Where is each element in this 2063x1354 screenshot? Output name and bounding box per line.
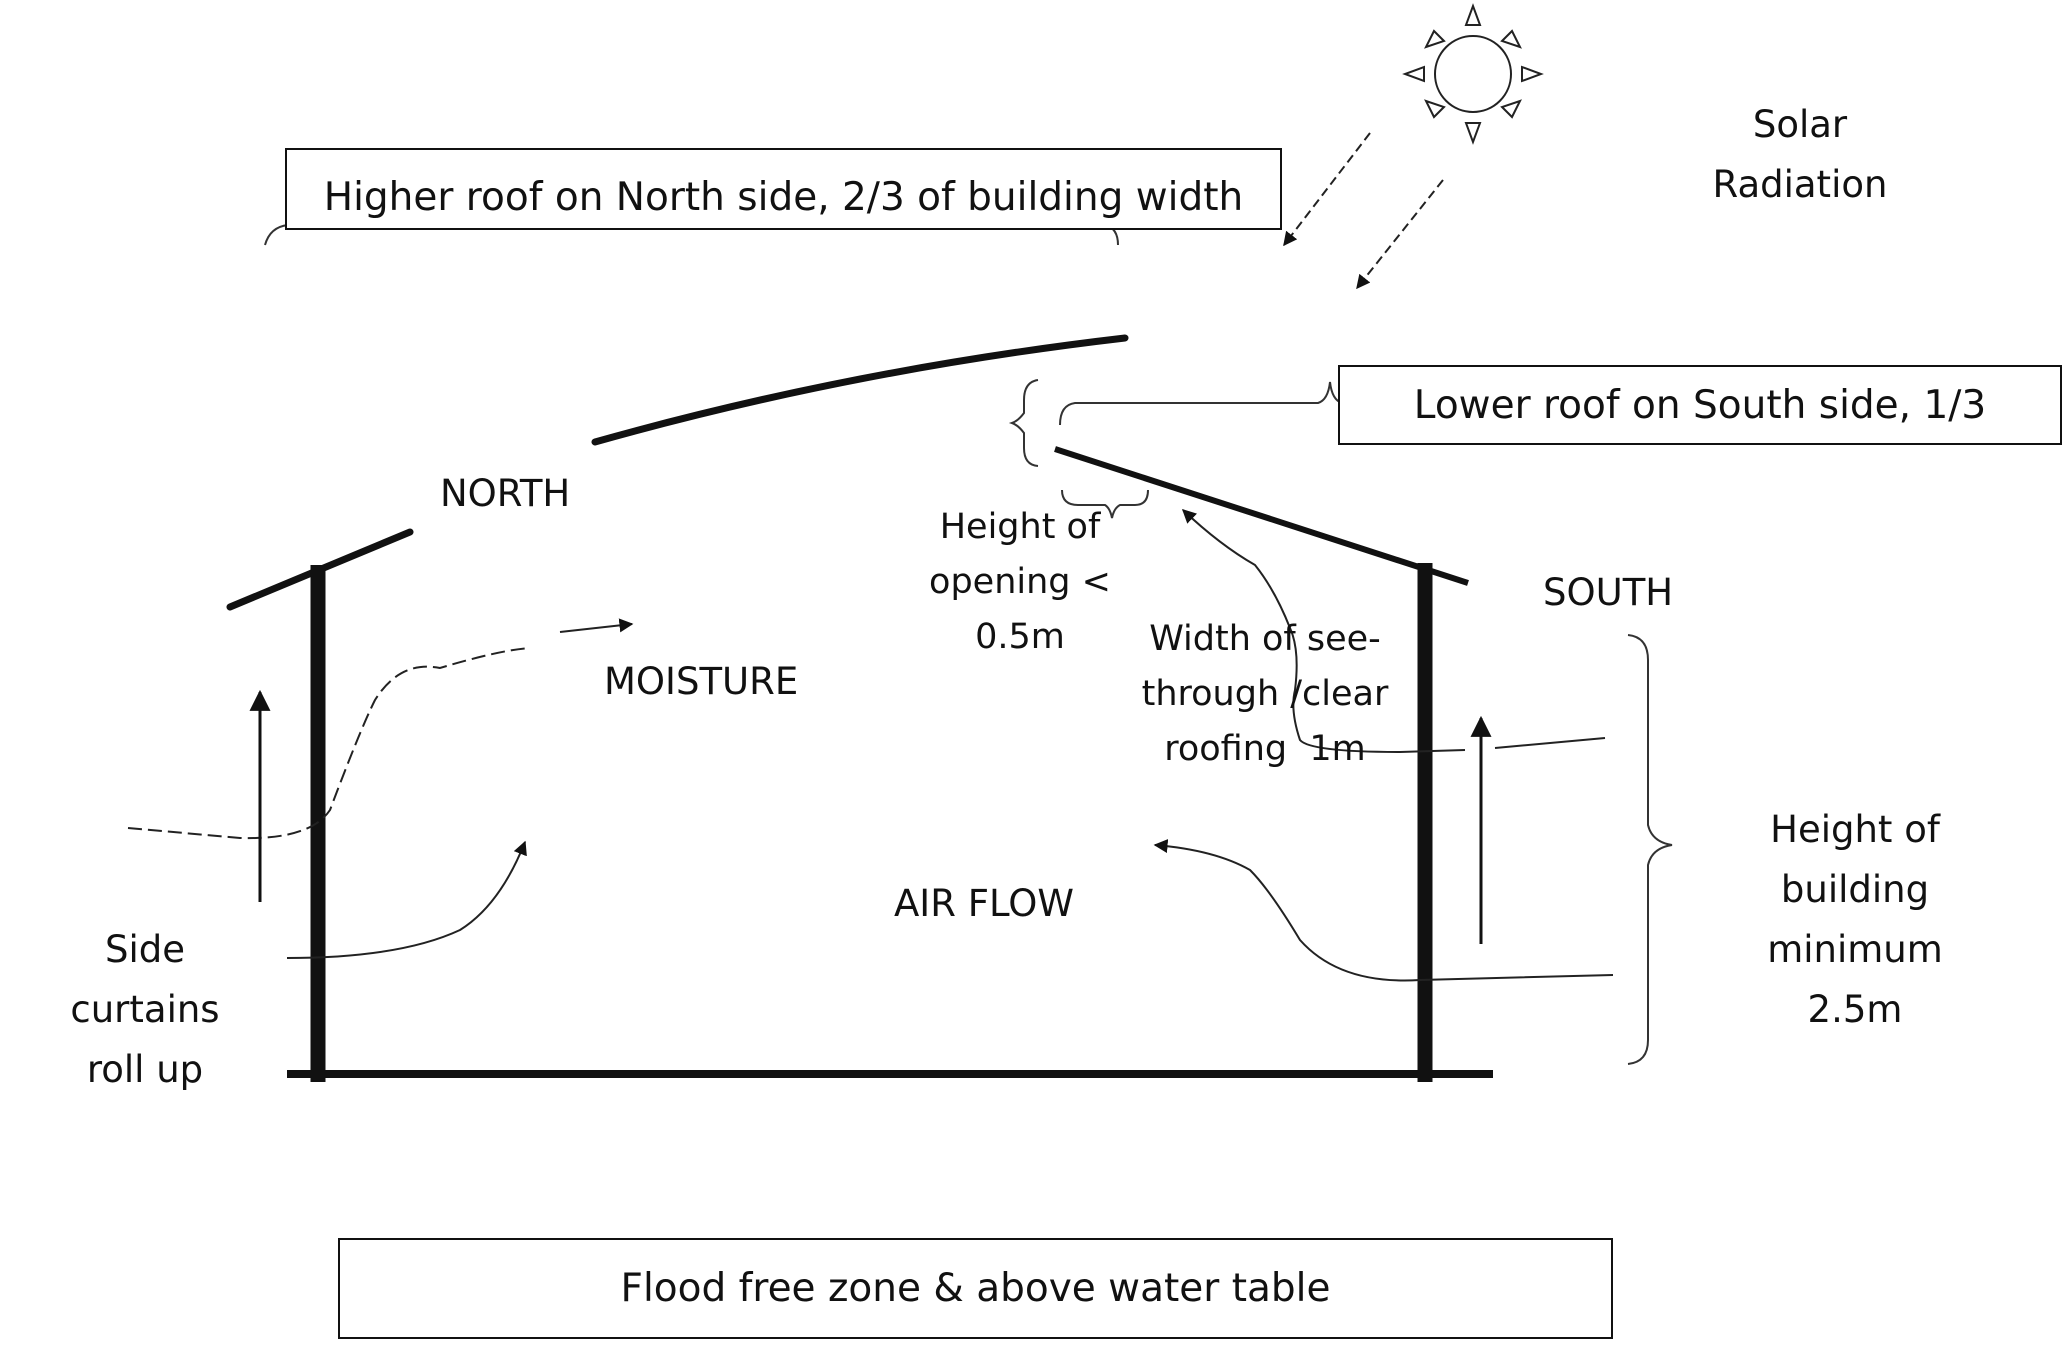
opening-line-1: Height of [939,507,1101,547]
south-roof-box: Lower roof on South side, 1/3 [1338,365,2062,445]
solar-line-1: Solar [1752,103,1848,146]
opening-line-2: opening < [929,562,1111,602]
clear-roofing-bracket [1061,489,1149,519]
air-flow-label: AIR FLOW [894,882,1074,925]
site-box: Flood free zone & above water table [338,1238,1613,1339]
building-height-bracket [1627,634,1673,1065]
south-roof [1054,446,1469,586]
building-frame [287,563,1493,1082]
solar-ray-arrows [1283,132,1444,290]
airflow-curves [127,509,1614,982]
curtains-line-2: curtains [70,988,220,1031]
clear-line-2: through /clear [1141,674,1389,714]
curtains-line-1: Side [104,928,186,971]
building-line-3: minimum [1767,928,1943,971]
opening-height-bracket [1008,379,1039,467]
north-roof-box: Higher roof on North side, 2/3 of buildi… [285,148,1282,230]
moisture-label: MOISTURE [604,660,799,703]
building-line-1: Height of [1770,808,1940,851]
sun-icon [1402,3,1544,145]
clear-line-3: roofing 1m [1164,729,1366,769]
clear-roofing-label: Width of see- through /clear roofing 1m [1120,612,1410,777]
solar-line-2: Radiation [1712,163,1888,206]
building-height-label: Height of building minimum 2.5m [1730,800,1980,1040]
curtain-arrows [249,689,1492,944]
north-label: NORTH [440,472,571,515]
curtains-line-3: roll up [86,1048,204,1091]
building-line-4: 2.5m [1807,988,1903,1031]
solar-radiation-label: Solar Radiation [1690,95,1910,215]
opening-height-label: Height of opening < 0.5m [900,500,1140,665]
side-curtains-label: Side curtains roll up [40,920,250,1100]
south-roof-bracket [1059,381,1345,426]
clear-line-1: Width of see- [1149,619,1381,659]
building-line-2: building [1780,868,1930,911]
opening-line-3: 0.5m [975,617,1065,657]
south-label: SOUTH [1543,571,1674,614]
